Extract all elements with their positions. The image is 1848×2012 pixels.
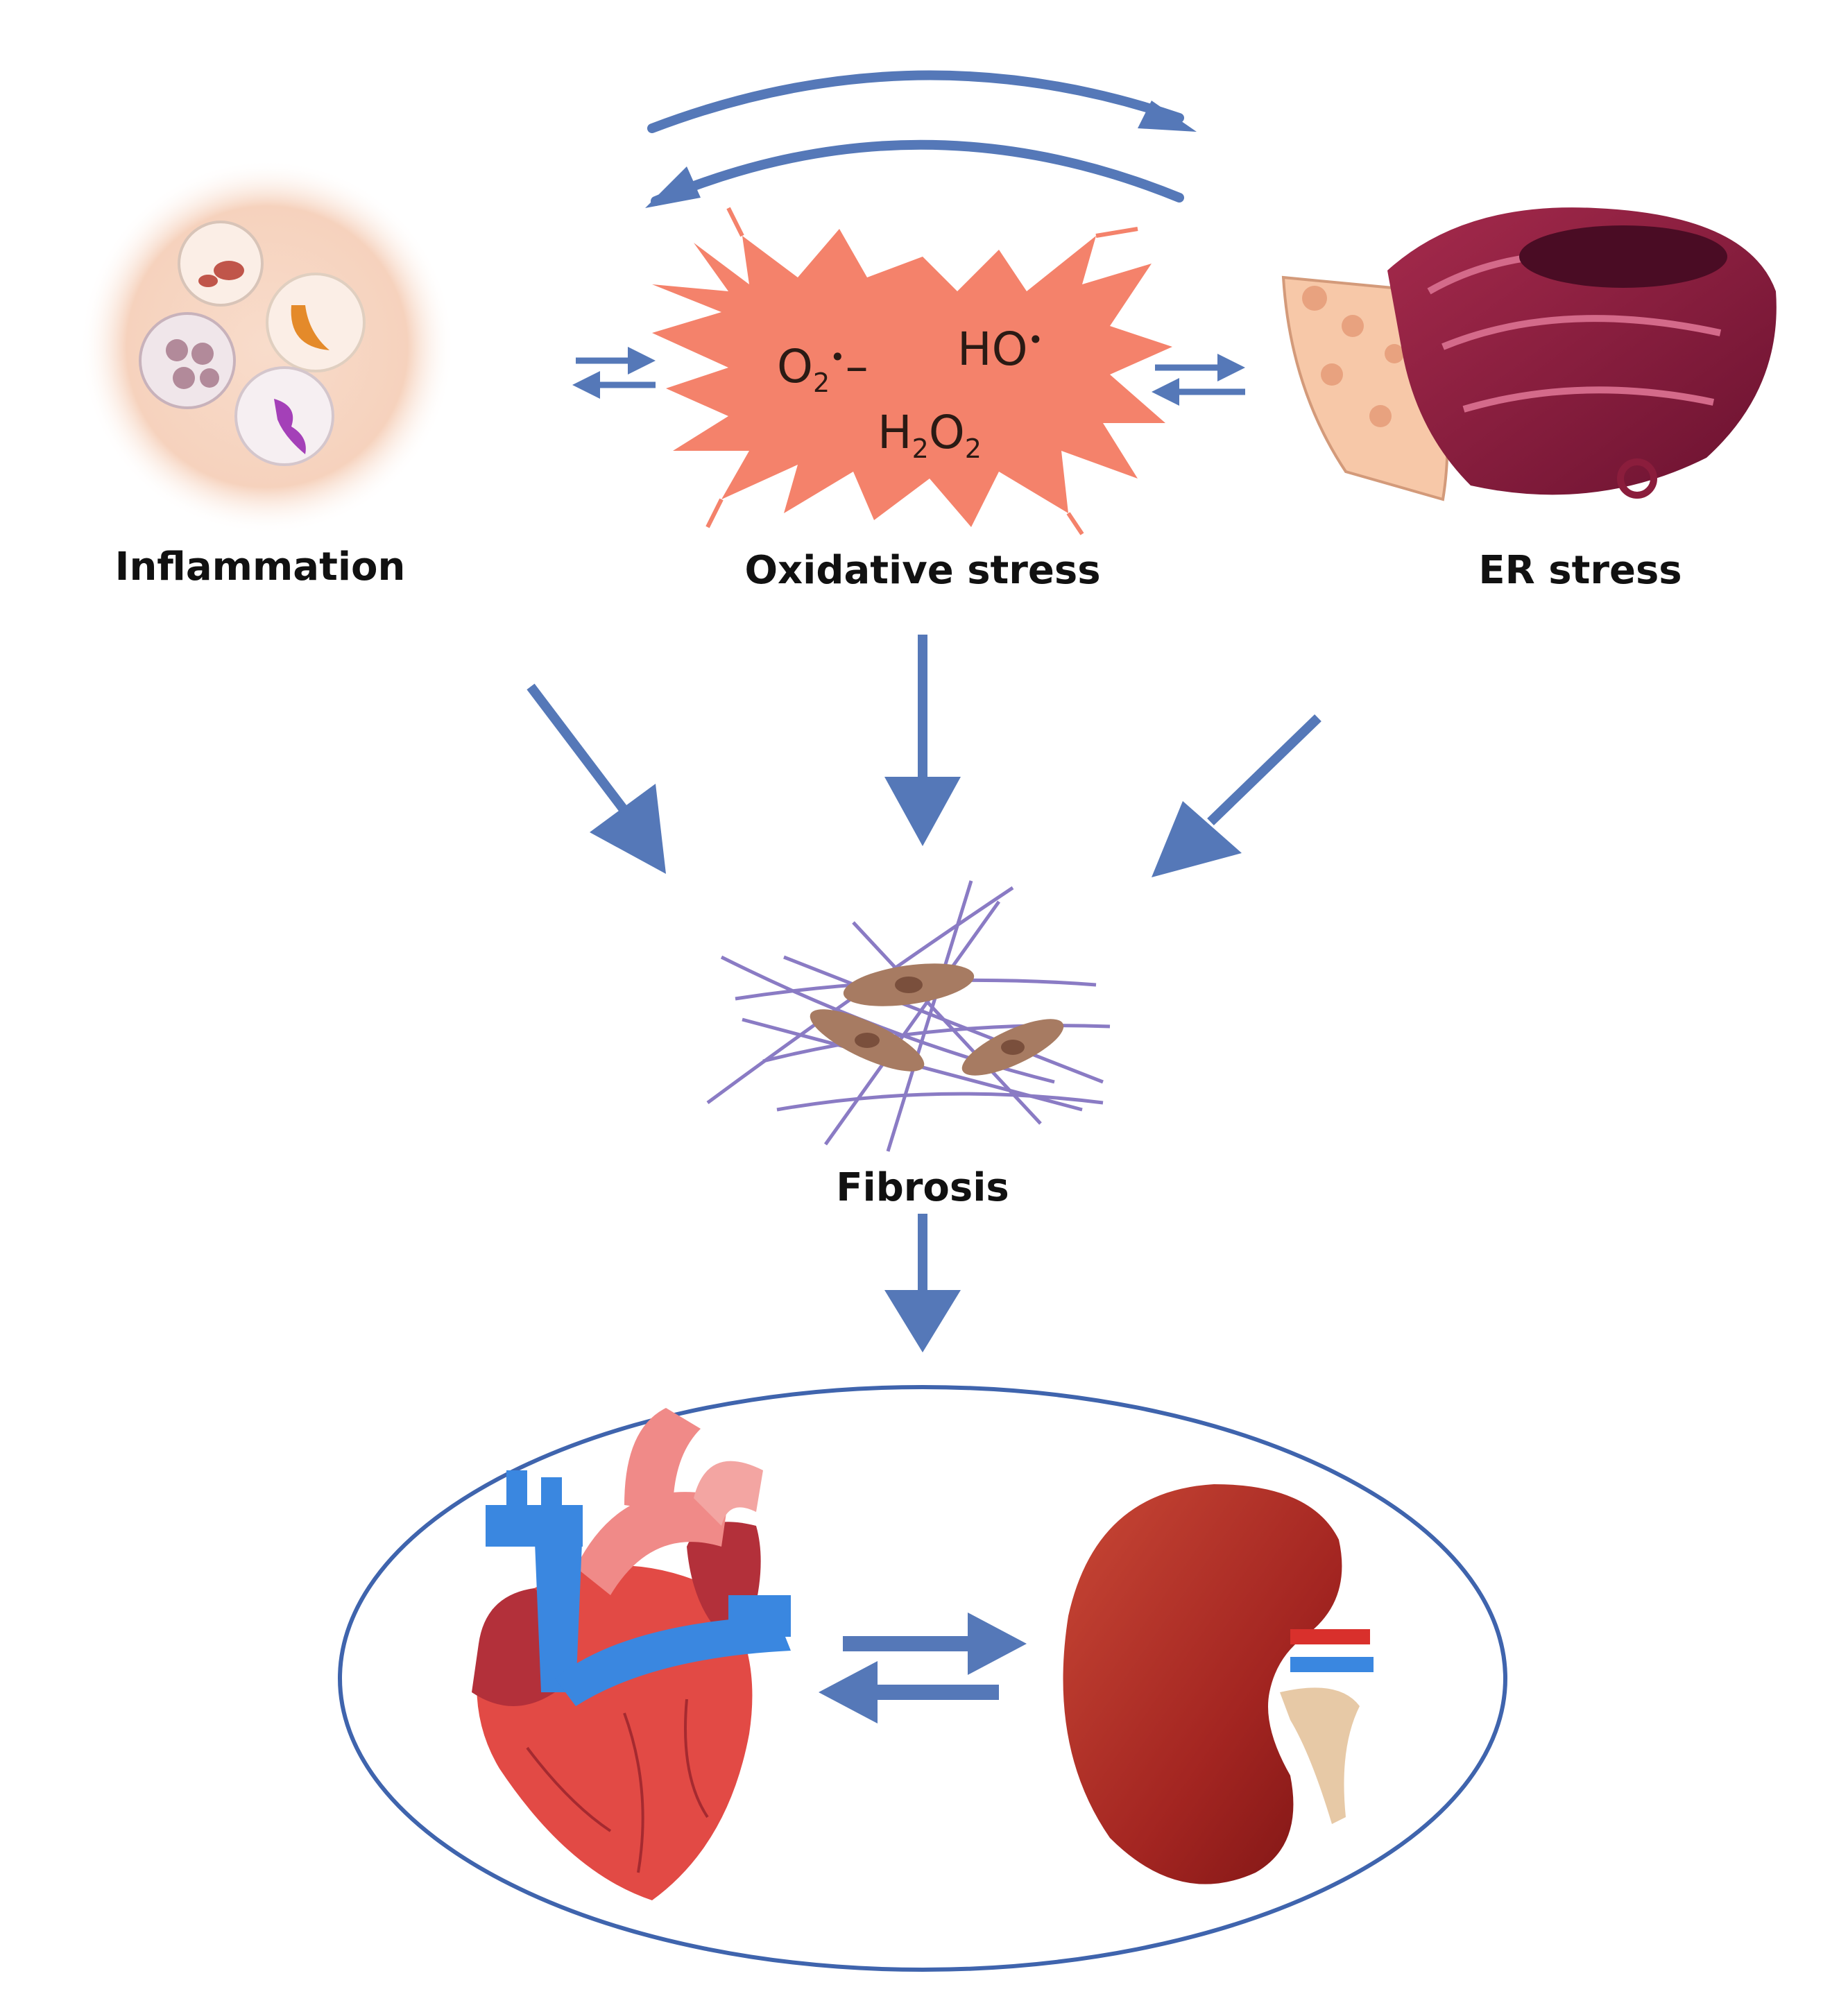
arrow-fibrosis-to-organs <box>884 1214 961 1352</box>
label-fibrosis: Fibrosis <box>836 1165 1009 1210</box>
reversible-arrow-organs <box>819 1613 1027 1723</box>
label-inflammation: Inflammation <box>114 544 406 590</box>
hydroxyl-radical-dot: • <box>1027 325 1043 355</box>
label-er-stress: ER stress <box>1478 548 1682 593</box>
superoxide-radical-dot: • <box>830 342 846 372</box>
fibroblast-collagen-icon <box>706 880 1111 1152</box>
ros-burst-icon <box>652 207 1172 535</box>
arrow-oxidative-to-fibrosis <box>884 635 961 846</box>
kidney-icon <box>1063 1484 1374 1884</box>
cycle-arrow-top <box>647 70 1197 133</box>
arrow-er-to-fibrosis <box>1152 714 1321 877</box>
peroxide-formula: H2O2 <box>878 406 982 464</box>
superoxide-subscript: 2 <box>812 368 830 399</box>
cycle-arrow-bottom <box>645 139 1184 208</box>
superoxide-charge: – <box>845 340 869 393</box>
superoxide-formula: O2•– <box>777 340 869 398</box>
hydroxyl-formula: HO• <box>957 323 1043 376</box>
peroxide-sub-1: 2 <box>912 433 929 465</box>
reversible-arrow-right <box>1152 354 1245 406</box>
arrow-inflammation-to-fibrosis <box>527 683 666 874</box>
organs-ellipse <box>338 1385 1507 1972</box>
immune-cells-icon <box>80 160 454 534</box>
superoxide-base: O <box>777 340 813 393</box>
peroxide-o: O <box>928 406 965 459</box>
reversible-arrow-left <box>572 347 656 399</box>
peroxide-sub-2: 2 <box>964 433 982 465</box>
hydroxyl-base: HO <box>957 323 1028 376</box>
heart-icon <box>472 1408 791 1900</box>
endoplasmic-reticulum-icon <box>1281 207 1777 501</box>
label-oxidative-stress: Oxidative stress <box>744 548 1101 593</box>
peroxide-h: H <box>878 406 912 459</box>
